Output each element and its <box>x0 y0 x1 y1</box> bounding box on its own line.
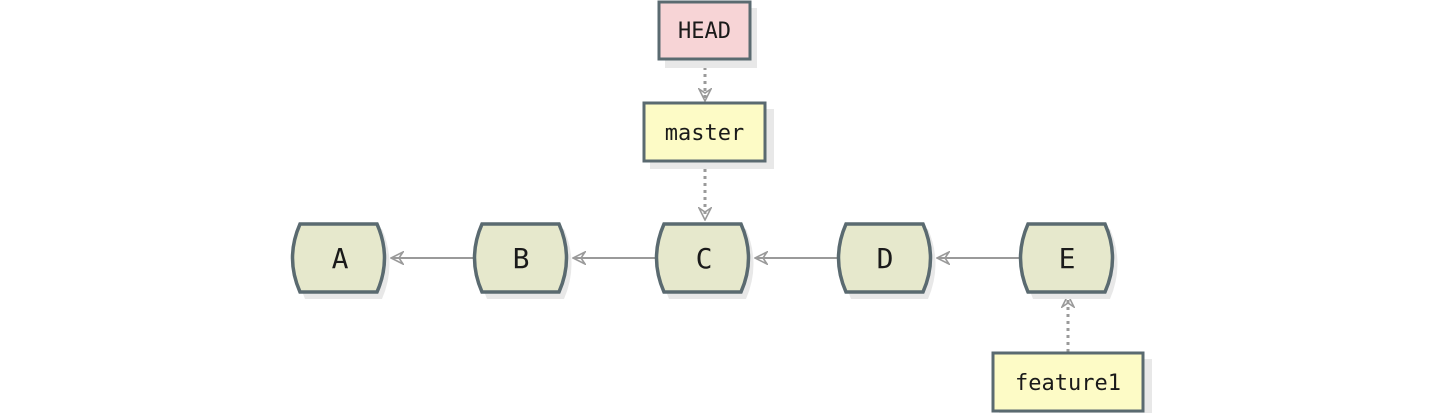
commit-node-a: A <box>290 222 390 299</box>
commit-label-e: E <box>1059 242 1076 275</box>
commit-node-b: B <box>472 222 572 299</box>
master-branch-label: master <box>665 121 744 146</box>
head-ref-label: HEAD <box>678 19 731 44</box>
master-branch-box <box>642 101 767 163</box>
commit-label-d: D <box>877 242 894 275</box>
commit-node-e-shape <box>1018 222 1115 294</box>
commit-node-d: D <box>836 222 936 299</box>
commit-node-c: C <box>654 222 754 299</box>
commit-node-b-shape <box>472 222 569 294</box>
commit-node-e: E <box>1018 222 1118 299</box>
commit-node-d-shape <box>836 222 933 294</box>
master-branch-ref: master <box>642 101 774 169</box>
commit-label-a: A <box>332 242 349 275</box>
commit-node-a-shape <box>290 222 387 294</box>
commit-label-c: C <box>696 242 713 275</box>
head-ref: HEAD <box>657 0 757 68</box>
ref-links <box>705 60 1068 352</box>
head-ref-box <box>657 0 752 61</box>
commit-label-b: B <box>513 242 530 275</box>
feature1-branch-label: feature1 <box>1015 371 1121 396</box>
commit-node-c-shape <box>654 222 751 294</box>
feature1-branch-ref: feature1 <box>991 351 1152 413</box>
feature1-branch-box <box>991 351 1145 413</box>
